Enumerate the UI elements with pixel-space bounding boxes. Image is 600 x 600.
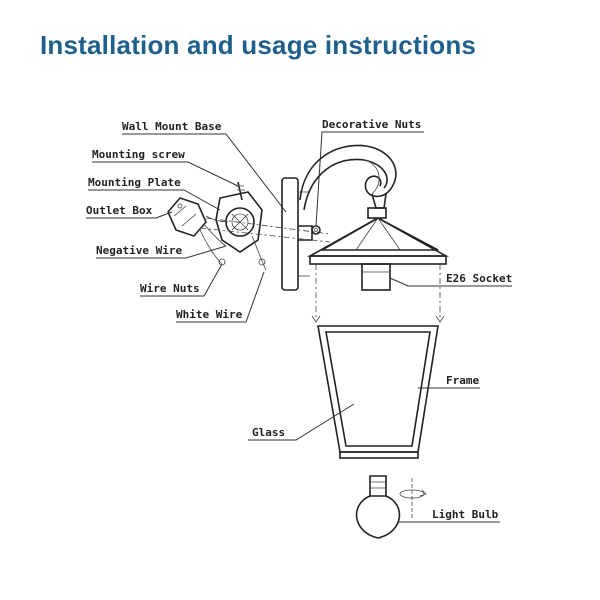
outlet-box bbox=[167, 197, 207, 237]
wires bbox=[199, 215, 267, 271]
page-title: Installation and usage instructions bbox=[40, 30, 477, 60]
light-bulb bbox=[355, 475, 401, 539]
decorative-nut bbox=[311, 225, 321, 235]
label-frame: Frame bbox=[446, 374, 479, 387]
lamp-arm bbox=[299, 144, 397, 219]
lamp-cap bbox=[306, 217, 450, 265]
label-glass: Glass bbox=[252, 426, 285, 439]
label-wire-nuts: Wire Nuts bbox=[140, 282, 200, 295]
label-mounting-screw: Mounting screw bbox=[92, 148, 185, 161]
lamp-frame bbox=[317, 325, 439, 459]
label-mounting-plate: Mounting Plate bbox=[88, 176, 181, 189]
mounting-screw bbox=[236, 181, 245, 201]
label-negative-wire: Negative Wire bbox=[96, 244, 182, 257]
label-e26-socket: E26 Socket bbox=[446, 272, 512, 285]
leader-lines bbox=[86, 131, 512, 523]
label-light-bulb: Light Bulb bbox=[432, 508, 499, 521]
wall-mount-base bbox=[281, 177, 313, 291]
label-wall-mount-base: Wall Mount Base bbox=[122, 120, 222, 133]
label-outlet-box: Outlet Box bbox=[86, 204, 153, 217]
label-white-wire: White Wire bbox=[176, 308, 243, 321]
rotate-arrow-icon bbox=[399, 478, 427, 518]
label-decorative-nuts: Decorative Nuts bbox=[322, 118, 421, 131]
e26-socket bbox=[361, 263, 391, 291]
